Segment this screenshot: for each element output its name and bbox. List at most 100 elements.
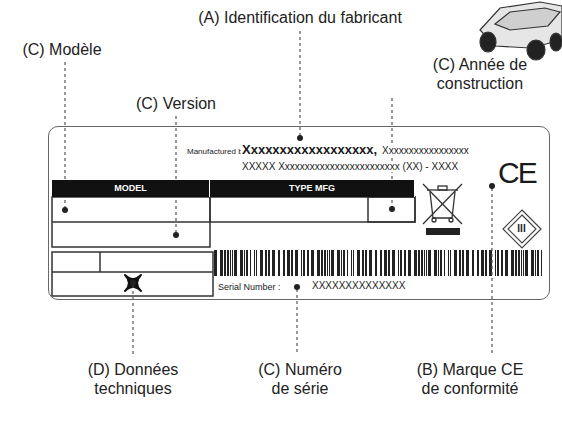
callout-label: (D) Données techniques: [78, 360, 188, 398]
barcode-bar: [224, 250, 226, 276]
leader-dots: [62, 135, 495, 290]
header-label: TYPE MFG: [289, 184, 335, 193]
callout-label: (C) Version: [121, 94, 231, 113]
barcode-bar: [462, 250, 464, 276]
barcode-bar: [287, 250, 290, 276]
barcode-bar: [477, 250, 479, 276]
barcode-bar: [426, 250, 427, 276]
barcode-bar: [511, 250, 514, 276]
barcode-bar: [421, 250, 423, 276]
plate-text: XXXXXXXXXXXXXX: [311, 281, 406, 291]
barcode-bar: [351, 250, 352, 276]
barcode-bar: [317, 250, 320, 276]
barcode-bar: [408, 250, 411, 276]
barcode-bar: [428, 250, 431, 276]
barcode-bar: [301, 250, 302, 276]
plate-text: XXXXX Xxxxxxxxxxxxxxxxxxxxxxxx (XX) - XX…: [241, 162, 459, 172]
mower-illustration: [480, 2, 562, 60]
weee-bar: [426, 228, 460, 235]
barcode-bar: [220, 250, 223, 276]
barcode-bar: [444, 250, 445, 276]
barcode-bar: [392, 250, 395, 276]
barcode-bar: [440, 250, 442, 276]
plate-text: Serial Number :: [217, 283, 282, 292]
barcode-bar: [384, 250, 387, 276]
callout-label: (B) Marque CE de conformité: [410, 360, 530, 398]
barcode-bar: [295, 250, 298, 276]
barcode-bar: [268, 250, 270, 276]
barcode-bar: [240, 250, 243, 276]
barcode-bar: [307, 250, 309, 276]
barcode-bar: [531, 250, 534, 276]
barcode-bar: [438, 250, 439, 276]
barcode-bar: [254, 250, 255, 276]
barcode-bar: [505, 250, 508, 276]
barcode-bar: [400, 250, 402, 276]
barcode-bar: [414, 250, 417, 276]
barcode-bar: [353, 250, 354, 276]
barcode-bar: [434, 250, 437, 276]
barcode-bar: [472, 250, 474, 276]
barcode-bar: [347, 250, 348, 276]
barcode-bar: [404, 250, 406, 276]
plate-lines: [52, 197, 415, 296]
barcode-bar: [265, 250, 267, 276]
barcode-bar: [283, 250, 285, 276]
barcode-bar: [481, 250, 484, 276]
barcode-bar: [214, 250, 217, 276]
technical-icon: [125, 275, 141, 291]
header-label: MODEL: [114, 184, 147, 193]
barcode-bar: [501, 250, 503, 276]
callout-label: (C) Année de construction: [418, 55, 543, 93]
barcode-bar: [369, 250, 372, 276]
barcode-bar: [518, 250, 520, 276]
barcode-bar: [234, 250, 237, 276]
callout-label: (C) Modèle: [7, 40, 117, 59]
type-header: TYPE MFG: [210, 180, 415, 197]
barcode-bar: [246, 250, 248, 276]
barcode-bar: [537, 250, 539, 276]
barcode-bar: [459, 250, 461, 276]
barcode-bar: [466, 250, 469, 276]
barcode-bar: [497, 250, 499, 276]
barcode-bar: [454, 250, 457, 276]
barcode-bar: [398, 250, 399, 276]
barcode-bar: [227, 250, 229, 276]
barcode-bar: [388, 250, 390, 276]
barcode-bar: [448, 250, 449, 276]
barcode-bar: [331, 250, 334, 276]
barcode-bar: [341, 250, 342, 276]
barcode-bar: [230, 250, 231, 276]
barcode-bar: [232, 250, 233, 276]
barcode-bar: [357, 250, 360, 276]
callout-label: (C) Numéro de série: [254, 360, 346, 398]
barcode-bar: [525, 250, 528, 276]
barcode-bar: [495, 250, 496, 276]
barcode-bar: [256, 250, 257, 276]
barcode-bar: [337, 250, 340, 276]
callout-label: (A) Identification du fabricant: [170, 8, 430, 27]
barcode-bar: [365, 250, 367, 276]
barcode-bar: [418, 250, 420, 276]
barcode-bar: [424, 250, 425, 276]
barcode-bar: [375, 250, 377, 276]
barcode-bar: [450, 250, 451, 276]
barcode-bar: [362, 250, 364, 276]
barcode-bar: [327, 250, 328, 276]
barcode-bar: [343, 250, 345, 276]
model-header: MODEL: [52, 180, 210, 197]
barcode-bar: [272, 250, 275, 276]
barcode-bar: [321, 250, 323, 276]
barcode-bar: [535, 250, 536, 276]
barcode-bar: [329, 250, 330, 276]
barcode-bar: [260, 250, 263, 276]
barcode-bar: [303, 250, 305, 276]
barcode: [214, 250, 542, 276]
barcode-bar: [380, 250, 382, 276]
barcode-bar: [521, 250, 522, 276]
barcode-bar: [324, 250, 326, 276]
barcode-bar: [485, 250, 487, 276]
barcode-bar: [523, 250, 524, 276]
barcode-bar: [311, 250, 314, 276]
